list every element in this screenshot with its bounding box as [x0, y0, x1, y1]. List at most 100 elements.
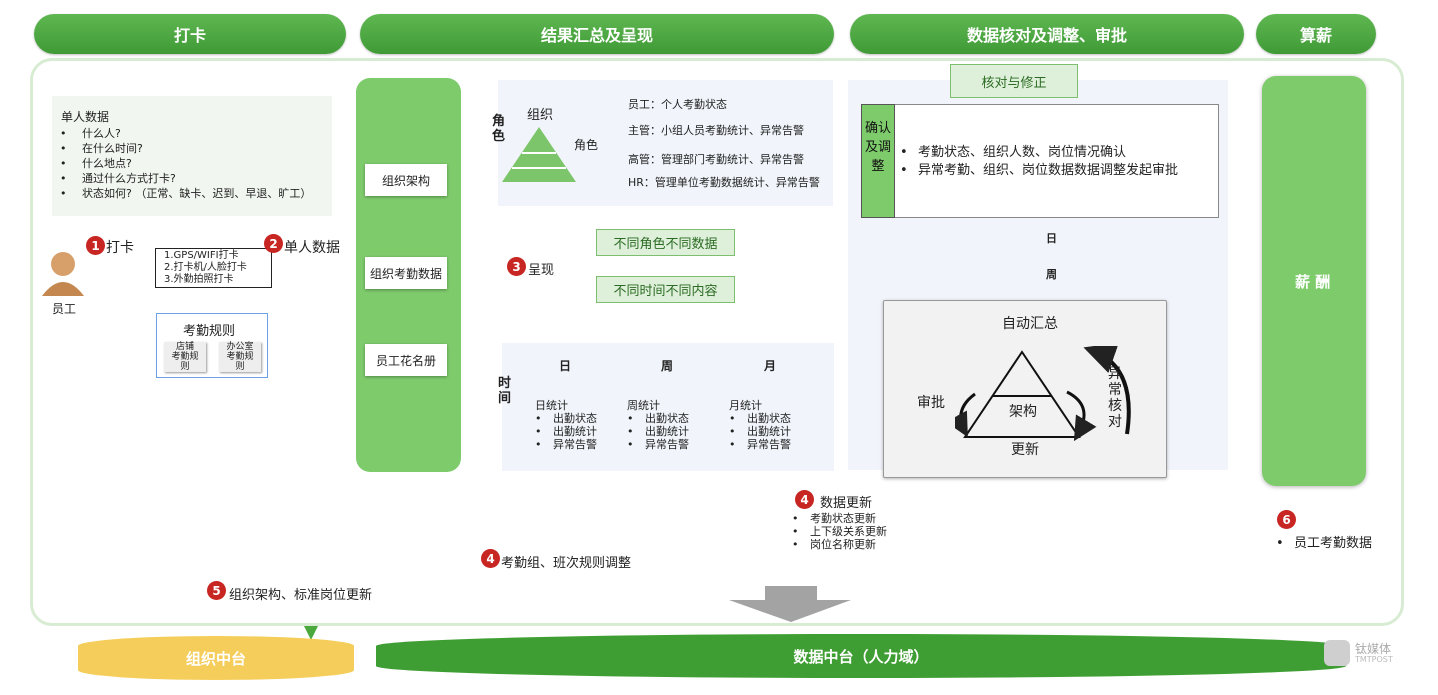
- list-item: 出勤统计: [729, 425, 791, 438]
- list-item: 出勤状态: [729, 412, 791, 425]
- header-punch: 打卡: [34, 14, 346, 54]
- header-salary: 算薪: [1256, 14, 1376, 54]
- time-group-title: 月统计: [729, 399, 762, 412]
- step-badge-1: 1: [86, 236, 105, 255]
- role-panel: [498, 80, 833, 206]
- org-attendance-card: 组织考勤数据: [365, 257, 447, 289]
- list-item: 异常告警: [729, 438, 791, 451]
- step-badge-4a: 4: [795, 490, 814, 509]
- employee-icon: [42, 252, 84, 296]
- list-item: 上下级关系更新: [792, 525, 887, 538]
- time-tick-month: 月: [764, 359, 777, 373]
- list-item: 出勤统计: [535, 425, 597, 438]
- verify-header-tag: 核对与修正: [950, 64, 1078, 98]
- employee-attendance-list: 员工考勤数据: [1276, 536, 1372, 552]
- org-update-label: 组织架构、标准岗位更新: [229, 588, 373, 603]
- watermark-en: TMTPOST: [1355, 655, 1393, 664]
- verify-week-label: 周: [1046, 268, 1057, 281]
- time-group-month: 月统计 出勤状态 出勤统计 异常告警: [729, 399, 791, 451]
- header-salary-label: 算薪: [1299, 26, 1332, 45]
- time-tick-day: 日: [559, 359, 572, 373]
- role-pyramid-icon: [502, 127, 576, 182]
- auto-summary-title: 自动汇总: [1002, 316, 1058, 332]
- employee-label: 员工: [52, 302, 77, 316]
- header-summary: 结果汇总及呈现: [360, 14, 834, 54]
- office-rule-card: 办公室 考勤规 则: [219, 342, 261, 372]
- salary-column: [1262, 76, 1366, 486]
- role-side-label: 角色: [492, 114, 506, 144]
- list-item: 异常告警: [627, 438, 689, 451]
- anomaly-check-label: 异常核对: [1108, 366, 1122, 430]
- org-platform-label: 组织中台: [185, 649, 246, 668]
- org-structure-card: 组织架构: [365, 164, 447, 196]
- single-data-title: 单人数据: [61, 110, 110, 124]
- list-item: 什么人?: [60, 126, 311, 141]
- attendance-rules-box: 考勤规则 店铺 考勤规 则 办公室 考勤规 则: [156, 313, 268, 378]
- role-line: 主管：小组人员考勤统计、异常告警: [628, 124, 804, 137]
- data-update-title: 数据更新: [820, 496, 873, 511]
- list-item: 什么地点?: [60, 156, 311, 171]
- data-platform-label: 数据中台（人力域）: [793, 647, 929, 666]
- header-punch-label: 打卡: [173, 26, 206, 45]
- time-group-title: 周统计: [627, 399, 660, 412]
- time-group-day: 日统计 出勤状态 出勤统计 异常告警: [535, 399, 597, 451]
- confirm-adjust-label: 确认及调整: [861, 104, 895, 218]
- time-group-week: 周统计 出勤状态 出勤统计 异常告警: [627, 399, 689, 451]
- list-item: 状态如何? （正常、缺卡、迟到、早退、旷工）: [60, 186, 311, 201]
- down-arrow-icon: [729, 586, 851, 622]
- punch-method: 2.打卡机/人脸打卡: [164, 262, 247, 273]
- salary-label: 薪 酬: [1295, 273, 1331, 291]
- step-badge-5: 5: [207, 581, 226, 600]
- list-item: 出勤状态: [535, 412, 597, 425]
- step-badge-2: 2: [264, 234, 283, 253]
- data-platform: 数据中台（人力域）: [376, 634, 1346, 678]
- attendance-rules-title: 考勤规则: [183, 324, 236, 339]
- list-item: 出勤状态: [627, 412, 689, 425]
- approve-label: 审批: [917, 395, 945, 411]
- list-item: 异常考勤、组织、岗位数据数据调整发起审批: [900, 162, 1178, 180]
- single-data-note: 单人数据 什么人? 在什么时间? 什么地点? 通过什么方式打卡? 状态如何? （…: [52, 96, 332, 216]
- header-summary-label: 结果汇总及呈现: [540, 26, 653, 45]
- verify-list: 考勤状态、组织人数、岗位情况确认 异常考勤、组织、岗位数据数据调整发起审批: [900, 144, 1178, 180]
- data-update-list: 考勤状态更新 上下级关系更新 岗位名称更新: [792, 512, 887, 551]
- list-item: 出勤统计: [627, 425, 689, 438]
- list-item: 考勤状态更新: [792, 512, 887, 525]
- list-item: 通过什么方式打卡?: [60, 171, 311, 186]
- punch-label: 打卡: [106, 240, 134, 256]
- list-item: 异常告警: [535, 438, 597, 451]
- role-line: 高管：管理部门考勤统计、异常告警: [628, 153, 804, 166]
- single-data-label: 单人数据: [284, 240, 340, 256]
- punch-method: 1.GPS/WIFI打卡: [164, 250, 239, 261]
- list-item: 员工考勤数据: [1276, 536, 1372, 552]
- present-label: 呈现: [528, 263, 555, 278]
- watermark-cn: 钛媒体: [1355, 642, 1392, 656]
- list-item: 岗位名称更新: [792, 538, 887, 551]
- punch-methods-box: 1.GPS/WIFI打卡 2.打卡机/人脸打卡 3.外勤拍照打卡: [155, 248, 272, 288]
- role-line: HR：管理单位考勤数据统计、异常告警: [628, 176, 820, 189]
- list-item: 考勤状态、组织人数、岗位情况确认: [900, 144, 1178, 162]
- org-label: 组织: [527, 108, 554, 123]
- verify-day-label: 日: [1046, 232, 1057, 245]
- rule-adjust-label: 考勤组、班次规则调整: [501, 552, 632, 571]
- employee-roster-card: 员工花名册: [365, 344, 447, 376]
- time-tag: 不同时间不同内容: [596, 276, 735, 303]
- role-tag: 不同角色不同数据: [596, 229, 735, 256]
- punch-method: 3.外勤拍照打卡: [164, 274, 234, 285]
- step-badge-3: 3: [507, 257, 526, 276]
- arch-label: 架构: [1009, 404, 1037, 420]
- auto-cycle-icon: [955, 346, 1131, 442]
- single-data-list: 什么人? 在什么时间? 什么地点? 通过什么方式打卡? 状态如何? （正常、缺卡…: [60, 126, 311, 201]
- time-tick-week: 周: [661, 359, 674, 373]
- header-verify: 数据核对及调整、审批: [850, 14, 1244, 54]
- update-label: 更新: [1011, 442, 1039, 458]
- list-item: 在什么时间?: [60, 141, 311, 156]
- time-side-label: 时间: [498, 376, 512, 406]
- role-mid-label: 角色: [574, 138, 599, 152]
- auto-summary-box: [883, 300, 1167, 478]
- store-rule-card: 店铺 考勤规 则: [164, 342, 206, 372]
- watermark-logo-icon: [1324, 640, 1350, 666]
- org-platform: 组织中台: [78, 636, 354, 680]
- header-verify-label: 数据核对及调整、审批: [966, 26, 1127, 45]
- step-badge-4b: 4: [481, 549, 500, 568]
- role-line: 员工：个人考勤状态: [628, 98, 727, 111]
